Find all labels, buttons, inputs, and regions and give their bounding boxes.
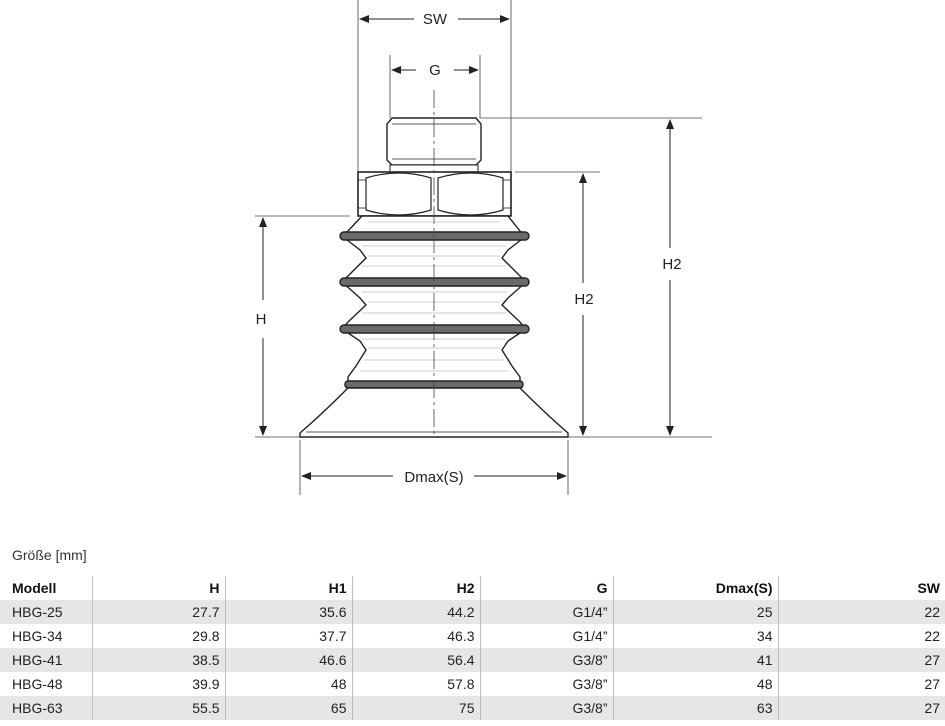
cell-modell: HBG-25 — [0, 600, 92, 624]
hex-nut — [357, 171, 512, 217]
cell-h: 29.8 — [91, 624, 225, 648]
cell-h: 55.5 — [91, 696, 225, 720]
cell-g: G3/8” — [479, 672, 613, 696]
table-caption: Größe [mm] — [12, 547, 87, 563]
dim-label-dmax: Dmax(S) — [404, 469, 463, 486]
cell-h1: 65 — [224, 696, 352, 720]
table-row: HBG-34 29.8 37.7 46.3 G1/4” 34 22 — [0, 624, 945, 648]
header-h1: H1 — [224, 576, 352, 600]
cell-modell: HBG-41 — [0, 648, 92, 672]
table-row: HBG-48 39.9 48 57.8 G3/8” 48 27 — [0, 672, 945, 696]
cell-modell: HBG-48 — [0, 672, 92, 696]
extension-lines — [255, 0, 712, 495]
cell-h1: 46.6 — [224, 648, 352, 672]
table-row: HBG-41 38.5 46.6 56.4 G3/8” 41 27 — [0, 648, 945, 672]
header-h: H — [91, 576, 225, 600]
cell-h2: 46.3 — [351, 624, 480, 648]
dim-label-h: H — [256, 311, 267, 328]
dimensions-table: Modell H H1 H2 G Dmax(S) SW HBG-25 27.7 … — [0, 576, 945, 720]
cell-dmax: 48 — [612, 672, 778, 696]
cell-dmax: 25 — [612, 600, 778, 624]
cell-g: G3/8” — [479, 648, 613, 672]
cell-h1: 35.6 — [224, 600, 352, 624]
header-modell: Modell — [0, 576, 92, 600]
cell-h: 27.7 — [91, 600, 225, 624]
cell-g: G3/8” — [479, 696, 613, 720]
cell-h1: 48 — [224, 672, 352, 696]
cell-g: G1/4” — [479, 624, 613, 648]
cell-dmax: 63 — [612, 696, 778, 720]
technical-drawing: SW G H H2 H2 Dmax(S) — [255, 0, 712, 495]
table-row: HBG-63 55.5 65 75 G3/8” 63 27 — [0, 696, 945, 720]
dimension-lines — [259, 15, 674, 480]
header-h2: H2 — [351, 576, 480, 600]
cell-dmax: 41 — [612, 648, 778, 672]
bellows-rib — [339, 231, 530, 241]
cell-g: G1/4” — [479, 600, 613, 624]
cell-h2: 56.4 — [351, 648, 480, 672]
cell-sw: 22 — [777, 624, 945, 648]
dim-label-h2-outer: H2 — [662, 256, 681, 273]
cell-sw: 27 — [777, 696, 945, 720]
dim-label-h2-inner: H2 — [574, 291, 593, 308]
cell-sw: 27 — [777, 672, 945, 696]
table-header-row: Modell H H1 H2 G Dmax(S) SW — [0, 576, 945, 600]
cell-h: 38.5 — [91, 648, 225, 672]
bellows-rib — [339, 324, 530, 334]
cell-h2: 44.2 — [351, 600, 480, 624]
cell-sw: 27 — [777, 648, 945, 672]
header-dmax: Dmax(S) — [612, 576, 778, 600]
cell-modell: HBG-34 — [0, 624, 92, 648]
bellows-rib — [339, 277, 530, 287]
cell-modell: HBG-63 — [0, 696, 92, 720]
header-sw: SW — [777, 576, 945, 600]
cell-h2: 57.8 — [351, 672, 480, 696]
cell-sw: 22 — [777, 600, 945, 624]
table-row: HBG-25 27.7 35.6 44.2 G1/4” 25 22 — [0, 600, 945, 624]
cell-h2: 75 — [351, 696, 480, 720]
cell-dmax: 34 — [612, 624, 778, 648]
header-g: G — [479, 576, 613, 600]
cell-h: 39.9 — [91, 672, 225, 696]
dim-label-g: G — [429, 62, 441, 79]
dim-label-sw: SW — [423, 11, 448, 28]
cell-h1: 37.7 — [224, 624, 352, 648]
